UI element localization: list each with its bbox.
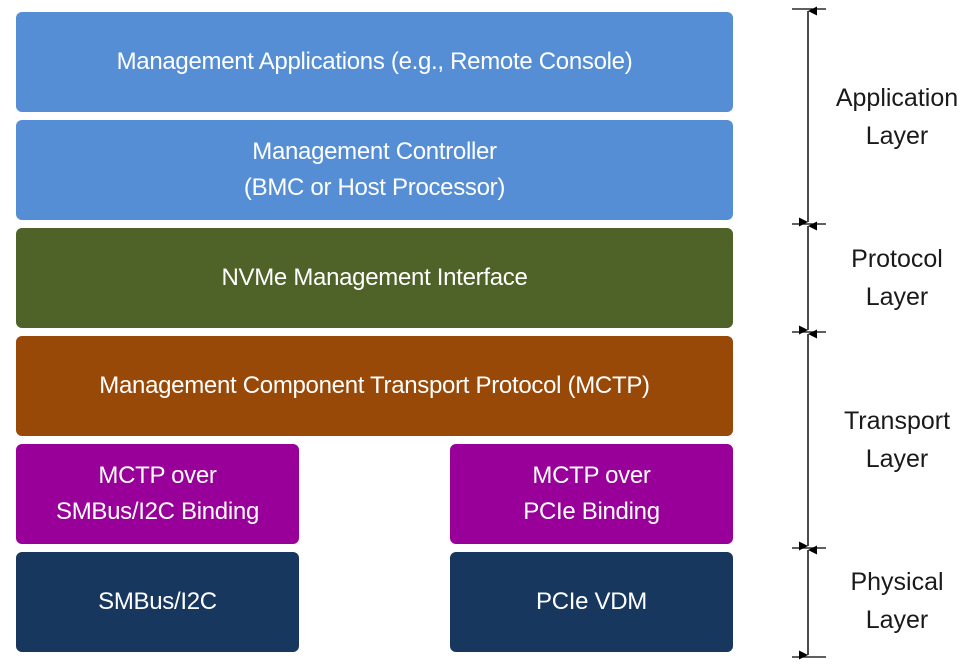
protocol-layer-label-line2: Layer [865,283,929,311]
protocol-layer-label: Protocol Layer [822,240,970,316]
application-layer-label-line2: Layer [865,122,929,150]
management-applications-label: Management Applications (e.g., Remote Co… [116,48,633,75]
management-controller-label-line2: (BMC or Host Processor) [243,174,506,201]
nvme-management-interface-label: NVMe Management Interface [221,264,528,291]
mctp-smbus-binding-label-line2: SMBus/I2C Binding [55,498,259,525]
mctp-pcie-binding-label-line2: PCIe Binding [523,498,660,525]
smbus-i2c-label: SMBus/I2C [98,588,217,615]
mctp-label: Management Component Transport Protocol … [99,372,650,399]
protocol-layer-label-line1: Protocol [851,245,943,273]
smbus-i2c-block: SMBus/I2C [16,552,299,652]
mctp-pcie-binding-label-line1: MCTP over [532,462,651,489]
application-layer-label-line1: Application [835,84,959,112]
management-controller-label-line1: Management Controller [252,138,497,165]
mctp-smbus-binding-label-line1: MCTP over [98,462,217,489]
pcie-vdm-block: PCIe VDM [450,552,733,652]
transport-layer-label-line2: Layer [865,445,929,473]
management-applications-block: Management Applications (e.g., Remote Co… [16,12,733,112]
physical-layer-label-line2: Layer [865,606,929,634]
physical-layer-label-line1: Physical [850,568,944,596]
mctp-block: Management Component Transport Protocol … [16,336,733,436]
physical-layer-label: Physical Layer [822,563,970,639]
application-layer-label: Application Layer [822,79,970,155]
nvme-management-interface-block: NVMe Management Interface [16,228,733,328]
transport-layer-label-line1: Transport [843,407,951,435]
transport-layer-label: Transport Layer [822,402,970,478]
management-controller-block: Management Controller (BMC or Host Proce… [16,120,733,220]
pcie-vdm-label: PCIe VDM [536,588,647,615]
mctp-pcie-binding-block: MCTP over PCIe Binding [450,444,733,544]
mctp-smbus-binding-block: MCTP over SMBus/I2C Binding [16,444,299,544]
